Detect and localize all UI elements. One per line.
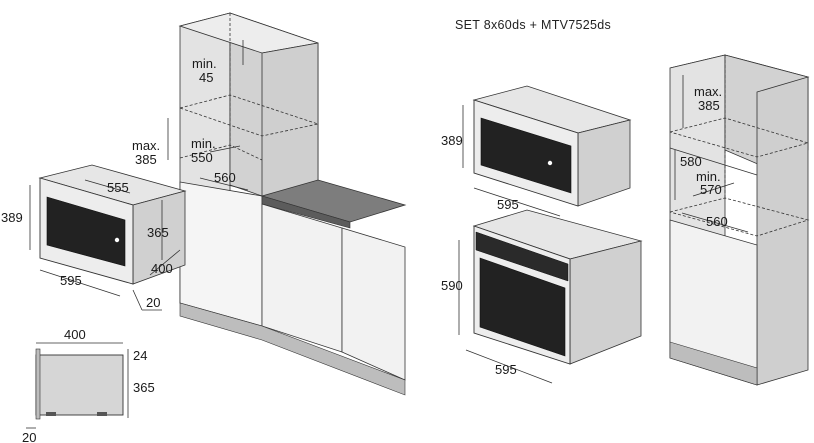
right-cabinet-dim-lines — [674, 75, 749, 233]
side-view-body — [35, 354, 124, 416]
label-width-595: 595 — [60, 273, 82, 288]
left-dimension-lines — [29, 40, 249, 311]
side-view: 400 24 365 20 — [22, 327, 155, 443]
side-label-24: 24 — [133, 348, 147, 363]
right-min-b: 570 — [700, 182, 722, 197]
left-microwave — [38, 164, 187, 285]
right-580: 580 — [680, 154, 702, 169]
right-max-a: max. — [694, 84, 722, 99]
right-label-389: 389 — [441, 133, 463, 148]
label-min-45-b: 45 — [199, 70, 213, 85]
tall-cabinet-right-side — [261, 42, 319, 197]
side-label-20: 20 — [22, 430, 36, 443]
right-min-a: min. — [696, 169, 721, 184]
right-max-b: 385 — [698, 98, 720, 113]
plinth — [179, 302, 406, 396]
label-depth-400: 400 — [151, 261, 173, 276]
right-label-595-bottom: 595 — [495, 362, 517, 377]
side-label-365: 365 — [133, 380, 155, 395]
side-view-front — [35, 348, 41, 420]
right-560: 560 — [706, 214, 728, 229]
label-width-555: 555 — [107, 180, 129, 195]
right-dimension-lines — [458, 105, 561, 384]
left-cabinet-group — [178, 12, 407, 396]
label-depth-560: 560 — [214, 170, 236, 185]
right-oven — [472, 209, 643, 365]
base-cabinet-1 — [261, 203, 343, 353]
left-dimension-labels: min. 45 max. 385 min. 550 560 555 365 40… — [1, 56, 236, 310]
set-title: SET 8x60ds + MTV7525ds — [455, 18, 611, 32]
label-height-365: 365 — [147, 225, 169, 240]
label-min-550-b: 550 — [191, 150, 213, 165]
side-label-400: 400 — [64, 327, 86, 342]
side-view-foot-right — [97, 412, 107, 416]
base-unit-front — [179, 181, 263, 327]
label-min-45-a: min. — [192, 56, 217, 71]
label-offset-20: 20 — [146, 295, 160, 310]
base-cabinet-2 — [341, 227, 406, 381]
label-max-385-a: max. — [132, 138, 160, 153]
right-microwave — [472, 85, 632, 207]
label-max-385-b: 385 — [135, 152, 157, 167]
label-height-389: 389 — [1, 210, 23, 225]
right-label-590: 590 — [441, 278, 463, 293]
right-tall-cabinet — [669, 54, 810, 386]
right-label-595-top: 595 — [497, 197, 519, 212]
label-min-550-a: min. — [191, 136, 216, 151]
side-view-foot-left — [46, 412, 56, 416]
worktop-edge — [261, 195, 351, 229]
left-microwave-knob — [114, 237, 120, 243]
shelf-upper — [179, 94, 320, 137]
left-microwave-glass — [46, 196, 126, 267]
